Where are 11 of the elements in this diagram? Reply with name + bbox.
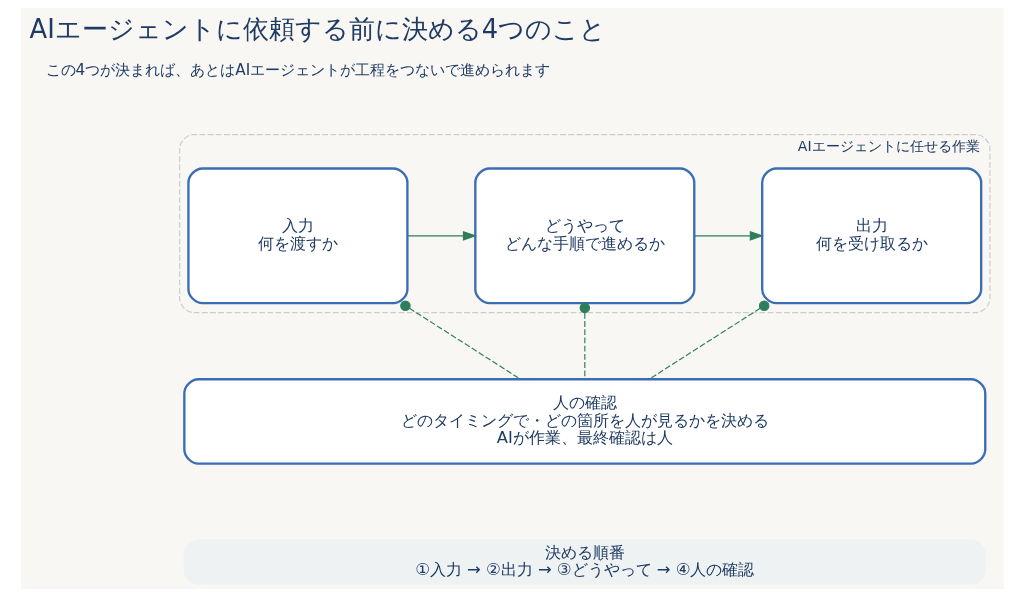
node-box: どうやって どんな手順で進めるか (473, 167, 695, 305)
connector (579, 302, 590, 380)
arrow (693, 230, 764, 241)
node-box: 人の確認 どのタイミングで・どの箇所を人が見るかを決める AIが作業、最終確認は人 (182, 378, 986, 465)
node-box: 出力 何を受け取るか (760, 167, 982, 305)
connector (647, 300, 769, 380)
diagram-title: AIエージェントに依頼する前に決める4つのこと (29, 14, 606, 45)
connector (399, 300, 521, 380)
arrow (406, 230, 477, 241)
label: この4つが決まれば、あとはAIエージェントが工程をつないで進められます (45, 61, 550, 80)
node-box: 入力 何を渡すか (186, 167, 409, 305)
